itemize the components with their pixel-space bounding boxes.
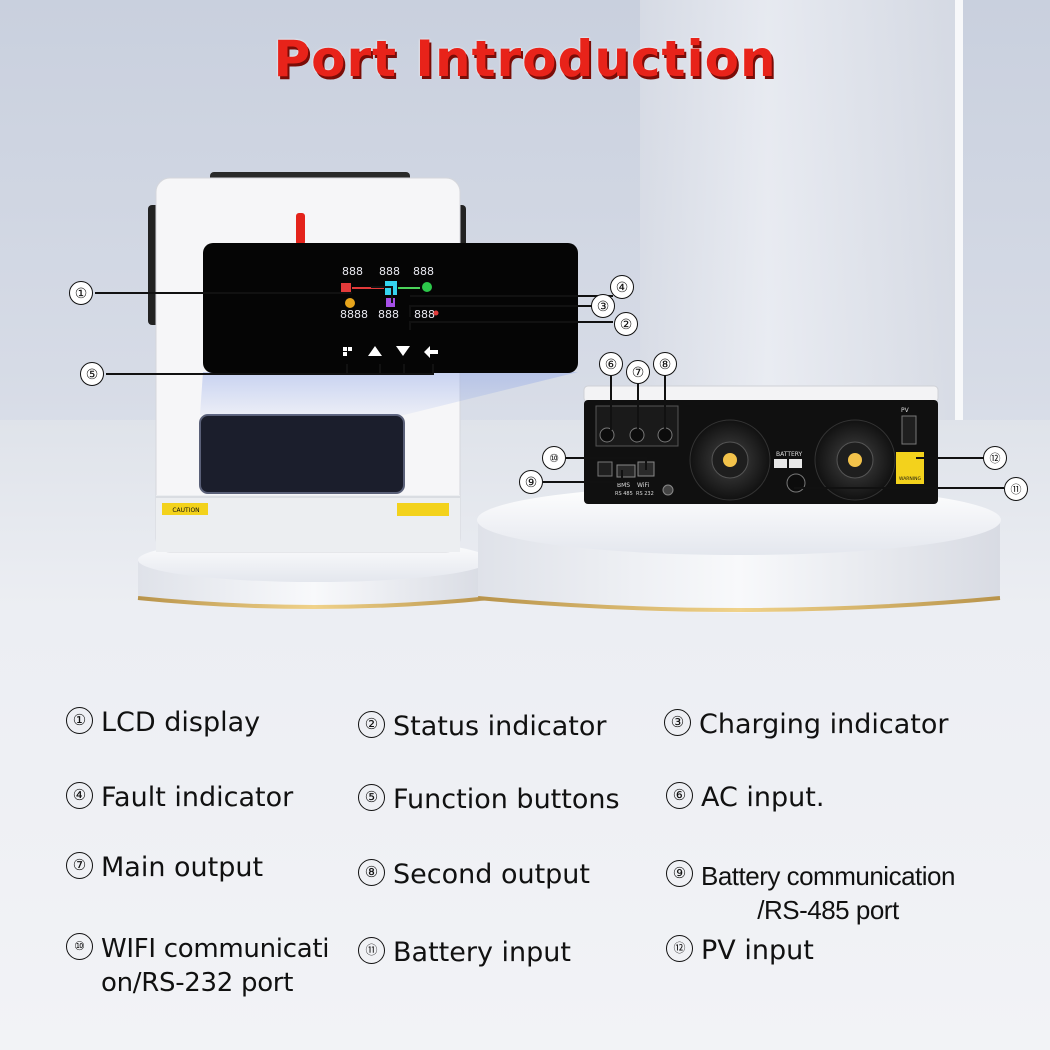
legend-num: ③ bbox=[664, 709, 691, 736]
legend-label: Status indicator bbox=[393, 711, 607, 742]
lcd-battery-icon bbox=[345, 298, 355, 308]
legend-num: ⑫ bbox=[666, 935, 693, 962]
callout-5: ⑤ bbox=[80, 362, 104, 386]
legend-item-charging-indicator: ③ Charging indicator bbox=[664, 708, 948, 742]
warning-label: WARNING bbox=[899, 476, 921, 482]
right-pedestal bbox=[477, 485, 1001, 613]
legend-label: LCD display bbox=[101, 707, 261, 738]
rs232-label: RS 232 bbox=[636, 491, 654, 497]
callout-9: ⑨ bbox=[519, 470, 543, 494]
callout-6: ⑥ bbox=[599, 352, 623, 376]
menu-button-icon-b bbox=[348, 347, 352, 351]
lcd-screen: 888 888 888 8888 888 888 bbox=[340, 265, 439, 358]
callout-7: ⑦ bbox=[626, 360, 650, 384]
pv-label: PV bbox=[901, 407, 910, 414]
legend-item-fault-indicator: ④ Fault indicator bbox=[66, 781, 293, 815]
bg-glass-panel bbox=[640, 0, 960, 440]
legend-label: Main output bbox=[101, 852, 264, 883]
legend-label: AC input. bbox=[701, 782, 825, 813]
legend-item-ac-input: ⑥ AC input. bbox=[666, 781, 824, 815]
lcd-fault-indicator-dot bbox=[433, 310, 439, 316]
wifi-label: WiFi bbox=[637, 482, 649, 489]
callout-11: ⑪ bbox=[1004, 477, 1028, 501]
callout-12: ⑫ bbox=[983, 446, 1007, 470]
caution-label: CAUTION bbox=[172, 507, 199, 514]
legend-item-lcd-display: ① LCD display bbox=[66, 706, 260, 740]
lcd-load-icon bbox=[422, 282, 432, 292]
legend-num: ② bbox=[358, 711, 385, 738]
lcd-grid-icon bbox=[386, 298, 395, 307]
lcd-pv-icon bbox=[341, 283, 351, 292]
menu-button-icon[interactable] bbox=[343, 347, 347, 351]
legend-label: Fault indicator bbox=[101, 782, 294, 813]
legend-label: PV input bbox=[701, 935, 814, 966]
down-button-icon[interactable] bbox=[396, 346, 410, 356]
inverter-rear: BATTERY BMS WiFi RS 485 RS 232 PV WARNIN… bbox=[583, 385, 939, 504]
inverter-front: CAUTION bbox=[148, 172, 578, 553]
legend-num: ④ bbox=[66, 782, 93, 809]
legend-item-pv-input: ⑫ PV input bbox=[666, 934, 814, 968]
legend-num: ⑩ bbox=[66, 933, 93, 960]
lcd-digits-top-1: 888 bbox=[342, 265, 363, 278]
legend-num: ⑦ bbox=[66, 852, 93, 879]
legend-label: Second output bbox=[393, 859, 591, 890]
legend-item-function-buttons: ⑤ Function buttons bbox=[358, 783, 620, 817]
rs485-label: RS 485 bbox=[615, 491, 633, 497]
callout-lines bbox=[95, 286, 1004, 489]
battery-label: BATTERY bbox=[776, 451, 803, 458]
legend-label: Function buttons bbox=[393, 784, 620, 815]
menu-button-icon-c bbox=[343, 352, 347, 356]
legend-item-battery-communication: ⑨ Battery communication /RS-485 port bbox=[666, 859, 955, 927]
legend-item-second-output: ⑧ Second output bbox=[358, 858, 590, 892]
lcd-digits-top-2: 888 bbox=[379, 265, 400, 278]
legend-label: Charging indicator bbox=[699, 709, 949, 740]
legend-num: ⑪ bbox=[358, 937, 385, 964]
lcd-digits-top-3: 888 bbox=[413, 265, 434, 278]
legend-label: Battery input bbox=[393, 937, 571, 968]
callout-8: ⑧ bbox=[653, 352, 677, 376]
callout-3: ③ bbox=[591, 294, 615, 318]
callout-10: ⑩ bbox=[542, 446, 566, 470]
bms-label: BMS bbox=[617, 482, 630, 489]
lcd-digits-bottom-2: 888 bbox=[378, 308, 399, 321]
legend-item-status-indicator: ② Status indicator bbox=[358, 710, 606, 744]
legend-item-main-output: ⑦ Main output bbox=[66, 851, 263, 885]
legend-item-wifi-communication: ⑩ WIFI communicati on/RS-232 port bbox=[66, 932, 329, 1000]
legend-label: WIFI communicati on/RS-232 port bbox=[101, 934, 330, 998]
legend-item-battery-input: ⑪ Battery input bbox=[358, 936, 571, 970]
legend-label: Battery communication /RS-485 port bbox=[701, 861, 955, 925]
enter-button-icon[interactable] bbox=[424, 346, 438, 358]
callout-4: ④ bbox=[610, 275, 634, 299]
callout-2: ② bbox=[614, 312, 638, 336]
up-button-icon[interactable] bbox=[368, 346, 382, 356]
lcd-function-buttons bbox=[343, 346, 438, 358]
legend-num: ⑤ bbox=[358, 784, 385, 811]
lcd-digits-bottom-1: 8888 bbox=[340, 308, 368, 321]
lcd-digits-bottom-3: 888 bbox=[414, 308, 435, 321]
bg-pillar bbox=[955, 0, 963, 430]
page-title: Port Introduction bbox=[273, 30, 777, 88]
legend-num: ⑧ bbox=[358, 859, 385, 886]
legend-num: ⑥ bbox=[666, 782, 693, 809]
callout-1: ① bbox=[69, 281, 93, 305]
legend-num: ⑨ bbox=[666, 860, 693, 887]
legend-num: ① bbox=[66, 707, 93, 734]
